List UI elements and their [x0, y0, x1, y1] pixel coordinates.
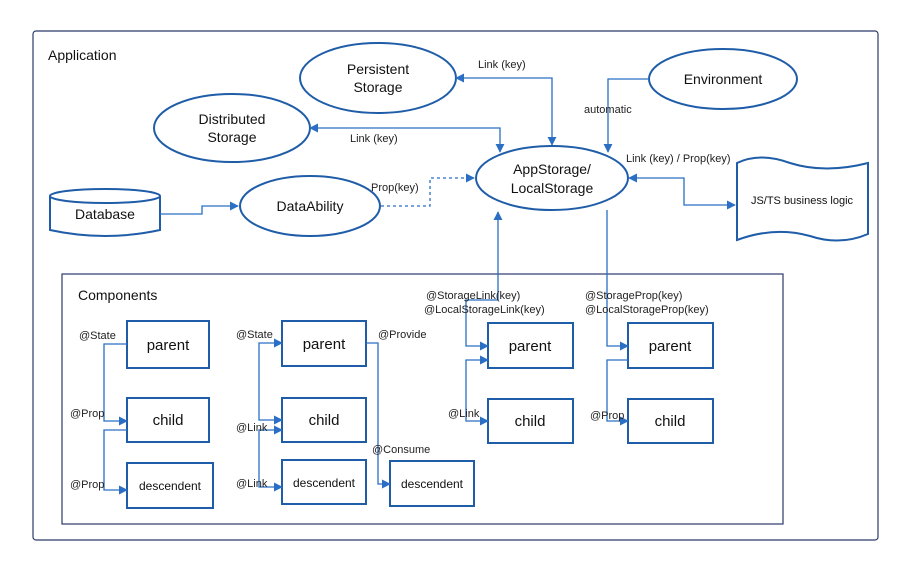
group2-provide-label: @Provide: [378, 329, 426, 341]
distributed-appstorage-connector: [309, 123, 505, 153]
prop-dataability-label: Prop(key): [371, 182, 419, 194]
group4-storageprop-label: @StorageProp(key): [585, 290, 682, 302]
link-distributed-label: Link (key): [350, 133, 398, 145]
group1-child-box: [126, 397, 210, 443]
group3-link-label: @Link: [448, 408, 480, 420]
link-prop-business-label: Link (key) / Prop(key): [626, 153, 731, 165]
environment-label: Environment: [684, 71, 763, 87]
group3-storagelink-label: @StorageLink(key): [426, 290, 520, 302]
group3-storagelink-parent-connector: [465, 299, 498, 351]
environment-appstorage-connector: [603, 78, 649, 153]
application-frame: [32, 30, 879, 541]
components-frame: [61, 273, 784, 525]
group4-child-box: [627, 398, 714, 444]
group2-consume-descendent-label: descendent: [401, 477, 464, 491]
group1-parent-label: parent: [147, 337, 190, 354]
persistent-storage-node: [299, 42, 457, 114]
group2-state-label: @State: [236, 329, 273, 341]
group4-parent-child-connector: [606, 359, 629, 426]
appstorage-business-connector: [628, 173, 736, 210]
group2-descendent-label: descendent: [293, 476, 356, 490]
group2-provide-consume-connector: [366, 342, 391, 489]
group3-child-box: [487, 398, 574, 444]
components-title: Components: [78, 287, 157, 303]
group1-parent-box: [126, 320, 210, 369]
group2-parent-box: [281, 320, 367, 367]
data-ability-node: [239, 175, 381, 237]
app-storage-label-2: LocalStorage: [511, 180, 594, 196]
group1-descendent-label: descendent: [139, 479, 202, 493]
group2-link-label-2: @Link: [236, 478, 268, 490]
app-storage-node: [475, 145, 629, 211]
group3-parent-child-connector: [465, 355, 489, 426]
automatic-label: automatic: [584, 104, 632, 116]
group2-parent-label: parent: [303, 336, 346, 353]
business-logic-label: JS/TS business logic: [751, 195, 854, 207]
group4-localstorageprop-label: @LocalStorageProp(key): [585, 304, 709, 316]
group1-prop-label-2: @Prop: [70, 479, 104, 491]
group1-state-label: @State: [79, 330, 116, 342]
group4-storageprop-parent-connector: [606, 290, 629, 351]
group3-parent-label: parent: [509, 338, 552, 355]
group1-prop-label-1: @Prop: [70, 408, 104, 420]
group2-descendent-box: [281, 459, 367, 505]
group1-descendent-box: [126, 462, 214, 509]
business-logic-node: [736, 156, 869, 242]
persistent-storage-label-1: Persistent: [347, 61, 409, 77]
group3-child-label: child: [515, 413, 546, 430]
group4-prop-label: @Prop: [590, 410, 624, 422]
group2-consume-label: @Consume: [372, 444, 430, 456]
group4-child-label: child: [655, 413, 686, 430]
group1-parent-child-connector: [103, 343, 128, 426]
distributed-storage-node: [153, 93, 311, 163]
persistent-storage-label-2: Storage: [353, 79, 402, 95]
database-label: Database: [75, 206, 135, 222]
data-ability-label: DataAbility: [277, 198, 344, 214]
group2-child-descendent-connector: [258, 425, 283, 492]
group1-child-label: child: [153, 412, 184, 429]
database-dataability-connector: [160, 201, 239, 215]
persistent-appstorage-connector: [455, 73, 557, 146]
group2-parent-child-connector: [258, 338, 283, 425]
distributed-storage-label-2: Storage: [207, 129, 256, 145]
group4-parent-box: [627, 322, 714, 369]
application-title: Application: [48, 47, 117, 63]
dataability-appstorage-connector: [381, 173, 475, 207]
app-storage-label-1: AppStorage/: [513, 161, 591, 177]
group2-child-label: child: [309, 412, 340, 429]
database-node: [49, 188, 161, 237]
group3-localstoragelink-label: @LocalStorageLink(key): [424, 304, 545, 316]
group2-link-label-1: @Link: [236, 422, 268, 434]
group4-parent-label: parent: [649, 338, 692, 355]
distributed-storage-label-1: Distributed: [199, 111, 266, 127]
link-persistent-label: Link (key): [478, 59, 526, 71]
group1-child-descendent-connector: [103, 429, 128, 495]
group2-consume-descendent-box: [389, 460, 475, 507]
group2-child-box: [281, 397, 367, 443]
